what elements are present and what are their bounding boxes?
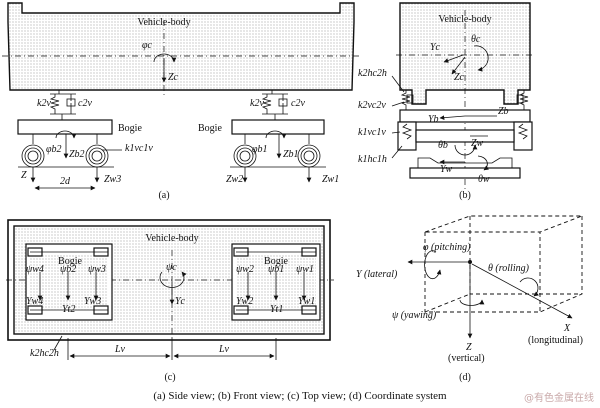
- b-left-axlebox: [397, 121, 417, 151]
- a-z-c: Zc: [168, 72, 179, 83]
- a-z-axis: Z: [21, 170, 27, 181]
- a-right-bogie-label: Bogie: [198, 123, 222, 134]
- a-phi-c: φc: [142, 40, 153, 51]
- b-z-w: Zw: [471, 138, 484, 149]
- a-z-w3: Zw3: [104, 174, 121, 185]
- b-theta-b: θb: [438, 140, 448, 151]
- a-z-w1: Zw1: [322, 174, 339, 185]
- panel-d-coordinates: φ (pitching) Y (lateral) θ (rolling) ψ (…: [356, 215, 583, 383]
- c-psi-w2: ψw2: [236, 264, 254, 275]
- a-wheelset-3: [85, 134, 109, 183]
- watermark: @有色金属在线: [524, 393, 594, 404]
- b-y-c: Yc: [430, 42, 441, 53]
- a-k1v-c1v: k1vc1v: [125, 143, 153, 154]
- b-z-b: Zb: [498, 106, 509, 117]
- panel-a-side-view: Vehicle-body φc Zc k2v c2v: [2, 2, 360, 201]
- a-left-secondary-suspension: [49, 90, 76, 120]
- c-left-bogie-label: Bogie: [58, 256, 82, 267]
- b-body-label: Vehicle-body: [438, 14, 491, 25]
- d-longitudinal: (longitudinal): [528, 335, 583, 346]
- c-y-t1: Yt1: [270, 304, 283, 315]
- a-c2v-right: c2v: [291, 98, 305, 109]
- a-phi-b2: φb2: [46, 144, 62, 155]
- a-c2v: c2v: [78, 98, 92, 109]
- b-k1h-c1h: k1hc1h: [358, 154, 387, 165]
- c-y-c: Yc: [175, 296, 186, 307]
- c-body-label: Vehicle-body: [145, 233, 198, 244]
- b-k2h-c2h: k2hc2h: [358, 68, 387, 79]
- c-tag: (c): [164, 372, 175, 383]
- b-right-axlebox: [513, 121, 533, 151]
- c-psi-w3: ψw3: [88, 264, 106, 275]
- a-body-label: Vehicle-body: [137, 17, 190, 28]
- a-k2v-right: k2v: [250, 98, 264, 109]
- b-k2v-c2v: k2vc2v: [358, 100, 386, 111]
- c-y-w2: Yw2: [236, 296, 253, 307]
- a-k2v: k2v: [37, 98, 51, 109]
- b-theta-c: θc: [471, 34, 481, 45]
- d-psi-yawing: ψ (yawing): [392, 310, 437, 321]
- d-z-axis: Z: [466, 342, 472, 353]
- a-right-bogie-frame: [231, 119, 325, 135]
- a-two-d: 2d: [60, 176, 71, 187]
- c-right-bogie-label: Bogie: [264, 256, 288, 267]
- a-phi-b1: φb1: [252, 144, 268, 155]
- a-tag: (a): [158, 190, 169, 201]
- c-psi-b1: ψb1: [268, 264, 284, 275]
- b-y-w: Yw: [440, 164, 453, 175]
- c-psi-b2: ψb2: [60, 264, 76, 275]
- b-track: [409, 167, 521, 179]
- a-z-w2: Zw2: [226, 174, 243, 185]
- a-z-b1: Zb1: [283, 149, 299, 160]
- b-y-b: Yb: [428, 114, 439, 125]
- b-tag: (b): [459, 190, 471, 201]
- c-y-w3: Yw3: [84, 296, 101, 307]
- c-l-v-left: Lv: [114, 344, 126, 355]
- c-k2h-c2h: k2hc2h: [30, 348, 59, 359]
- figure-caption: (a) Side view; (b) Front view; (c) Top v…: [153, 390, 447, 402]
- d-tag: (d): [459, 372, 471, 383]
- c-y-t2: Yt2: [62, 304, 75, 315]
- b-k1v-c1v: k1vc1v: [358, 127, 386, 138]
- c-psi-c: ψc: [166, 262, 177, 273]
- a-z-b2: Zb2: [69, 149, 85, 160]
- b-wheelset-frame: [415, 129, 515, 143]
- c-l-v-right: Lv: [218, 344, 230, 355]
- a-right-secondary-suspension: [261, 90, 288, 120]
- d-y-lateral: Y (lateral): [356, 269, 398, 280]
- b-z-c: Zc: [454, 72, 465, 83]
- d-theta-rolling: θ (rolling): [488, 263, 530, 274]
- d-vertical: (vertical): [448, 353, 485, 364]
- panel-b-front-view: Vehicle-body Yc θc Zc Yb Zb θb Zw: [358, 2, 535, 201]
- c-y-w4: Yw4: [26, 296, 43, 307]
- b-secondary-springs: [400, 90, 529, 110]
- a-wheelset-1: [297, 134, 321, 183]
- c-psi-w1: ψw1: [296, 264, 314, 275]
- panel-c-top-view: Vehicle-body Bogie ψw4 ψb2 ψw3 Yw4 Yt2 Y…: [6, 219, 334, 383]
- a-left-bogie-label: Bogie: [118, 123, 142, 134]
- d-x-axis: X: [563, 323, 571, 334]
- d-phi-pitching: φ (pitching): [423, 242, 471, 253]
- a-left-bogie-frame: [17, 119, 113, 135]
- b-theta-w: θw: [478, 174, 490, 185]
- a-vehicle-body: [7, 2, 355, 91]
- c-y-w1: Yw1: [298, 296, 315, 307]
- c-psi-w4: ψw4: [26, 264, 44, 275]
